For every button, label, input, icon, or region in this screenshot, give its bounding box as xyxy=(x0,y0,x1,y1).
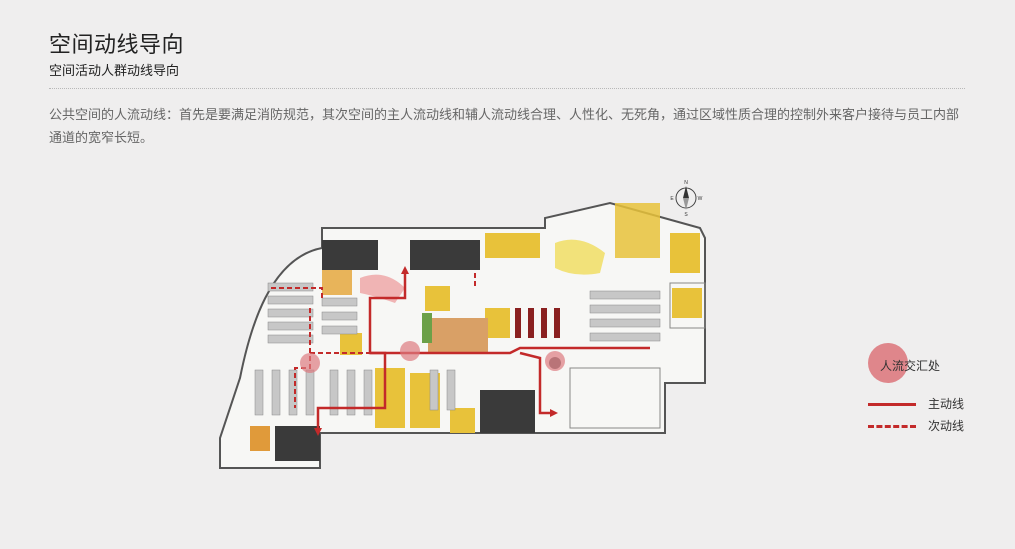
compass-east: E xyxy=(670,196,674,202)
dark-room xyxy=(480,390,535,433)
meeting-tables xyxy=(515,308,560,338)
main-route-legend-label: 主动线 xyxy=(928,397,965,411)
yellow-room xyxy=(670,233,700,273)
conference-room xyxy=(428,318,488,353)
yellow-room xyxy=(672,288,702,318)
intersection-marker xyxy=(300,353,320,373)
secondary-route-swatch xyxy=(868,425,916,428)
office-room xyxy=(569,367,661,429)
route-arrow xyxy=(314,428,322,436)
intersection-legend-icon xyxy=(868,343,908,383)
orange-room xyxy=(250,426,270,451)
main-route-swatch xyxy=(868,403,916,406)
dark-room xyxy=(322,240,378,270)
route-arrow xyxy=(550,409,558,417)
legend: 人流交汇处 主动线 次动线 xyxy=(868,343,988,443)
route-arrow xyxy=(401,266,409,274)
desk-cluster xyxy=(254,282,661,416)
floor-plan: N S E W xyxy=(219,180,706,469)
page-subtitle: 空间活动人群动线导向 xyxy=(49,64,180,79)
yellow-room xyxy=(322,270,352,295)
dark-room xyxy=(410,240,480,270)
green-area xyxy=(422,313,432,343)
yellow-room xyxy=(340,333,362,355)
description-text: 公共空间的人流动线：首先是要满足消防规范，其次空间的主人流动线和辅人流动线合理、… xyxy=(49,108,960,146)
secondary-route xyxy=(310,273,476,354)
reception-area xyxy=(360,274,405,303)
office-room xyxy=(669,282,706,329)
yellow-room xyxy=(450,408,475,433)
compass-west: W xyxy=(698,196,703,202)
main-route xyxy=(370,346,650,355)
page-title: 空间动线导向 xyxy=(49,33,185,58)
compass-south: S xyxy=(684,212,688,218)
intersection-marker xyxy=(400,341,420,361)
yellow-room xyxy=(425,286,450,311)
compass-north: N xyxy=(684,180,688,186)
intersection-marker xyxy=(545,351,565,371)
yellow-room xyxy=(485,233,540,258)
yellow-room xyxy=(375,368,405,428)
yellow-room xyxy=(615,203,660,258)
yellow-room xyxy=(485,308,510,338)
divider xyxy=(49,88,965,89)
secondary-route-legend-label: 次动线 xyxy=(928,419,965,433)
intersection-legend-label: 人流交汇处 xyxy=(880,359,941,373)
compass-icon: N S E W xyxy=(670,180,702,218)
main-route xyxy=(519,351,555,415)
dark-room xyxy=(275,426,320,461)
lounge-area xyxy=(555,239,605,275)
